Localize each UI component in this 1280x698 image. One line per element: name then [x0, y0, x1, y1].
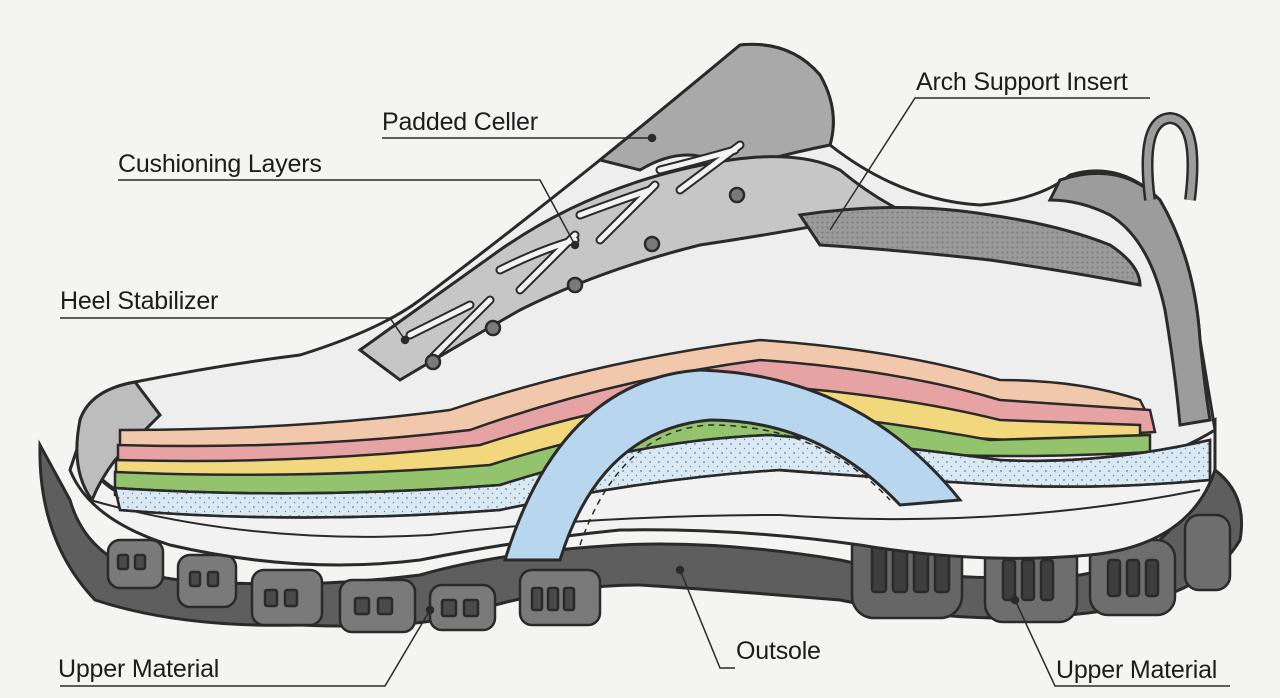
collar-mesh: [797, 206, 1142, 287]
label-heel-stabilizer: Heel Stabilizer: [60, 287, 219, 315]
outsole-lugs-left: [106, 538, 602, 634]
heel-counter: [1047, 171, 1212, 427]
arch-support-arc: [502, 368, 963, 562]
label-upper-material-left: Upper Material: [58, 655, 220, 683]
label-upper-material-right: Upper Material: [1056, 656, 1218, 684]
leader-lines: [60, 97, 1230, 687]
label-padded-collar: Padded Celler: [382, 108, 538, 136]
label-arch-support-insert: Arch Support Insert: [916, 68, 1128, 96]
label-cushioning-layers: Cushioning Layers: [118, 150, 322, 178]
eyelets: [424, 186, 746, 371]
label-outsole: Outsole: [736, 637, 821, 665]
